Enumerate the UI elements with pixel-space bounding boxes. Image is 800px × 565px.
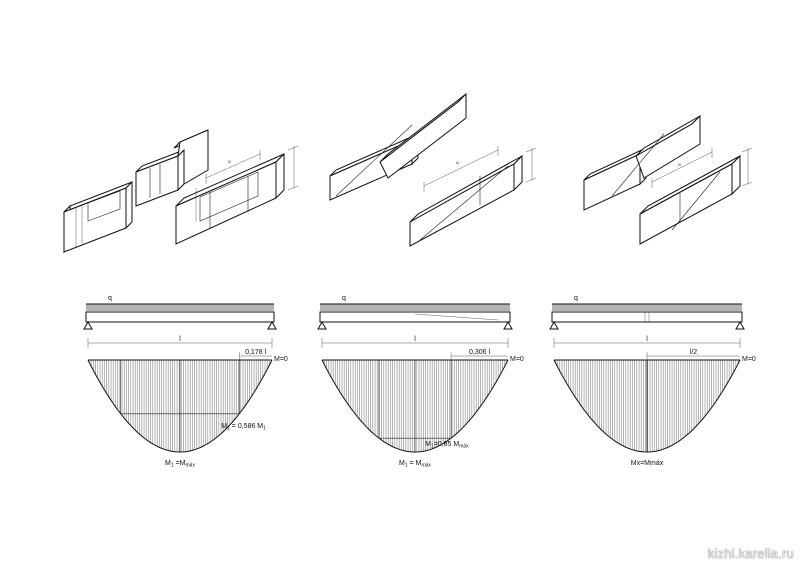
diagonal-scarf-joint-drawing: l1 <box>329 92 537 247</box>
beam-2-joint-moment-label: M1=0,85 Mmáx <box>425 441 469 450</box>
beam-2-zero-moment-label: M=0 <box>510 356 524 363</box>
joint-3-dim-label: l1 <box>678 162 682 167</box>
joint-2-dim-label: l1 <box>456 160 460 165</box>
beam-2-left-support <box>317 320 327 330</box>
beam-1-offset-label: 0,178 l <box>245 349 266 356</box>
beam-3-right-support <box>735 320 745 330</box>
beam-diagrams: q l 0,178 l M=0 M1 =Mmáx M1 = 0,586 M1 q l 0,306… <box>83 295 756 469</box>
beam-3-zero-moment-label: M=0 <box>742 356 756 363</box>
beam-3-beam <box>551 311 743 323</box>
beam-3-distributed-load <box>552 304 742 311</box>
beam-3-offset-label: l/2 <box>690 349 698 356</box>
beam-2-load-label: q <box>342 295 346 302</box>
beam-1-left-support <box>83 320 93 330</box>
beam-2-joint-line <box>414 313 499 321</box>
beam-3-left-support <box>549 320 559 330</box>
beam-3-span-label: l <box>646 336 648 343</box>
beam-1-max-moment-label: M1 =Mmáx <box>165 460 195 469</box>
watermark: kizhi.karelia.ru <box>707 546 794 561</box>
beam-1-span-label: l <box>179 336 181 343</box>
beam-2-distributed-load <box>320 304 510 311</box>
beam-1-load-label: q <box>108 295 112 302</box>
beam-2-offset-label: 0,306 l <box>469 349 490 356</box>
beam-1-right-support <box>267 320 277 330</box>
beam-2-right-support <box>503 320 513 330</box>
joint-1-dim-label: l1 <box>228 159 232 164</box>
beam-1-beam <box>85 311 275 323</box>
beam-3-max-moment-label: Mx=Mmáx <box>631 460 664 467</box>
beam-2-span-label: l <box>414 336 416 343</box>
beam-1-joint-moment-label: M1 = 0,586 M1 <box>221 423 266 432</box>
beam-2-max-moment-label: M1 = Mmáx <box>399 460 431 469</box>
beam-1-distributed-load <box>86 304 274 311</box>
stepped-scarf-joint-drawing: l1 <box>63 129 299 254</box>
oblique-splice-joint-drawing: l1 <box>583 114 753 245</box>
beam-3-load-label: q <box>574 295 578 302</box>
beam-1-zero-moment-label: M=0 <box>274 356 288 363</box>
beam-2-beam <box>319 311 511 323</box>
